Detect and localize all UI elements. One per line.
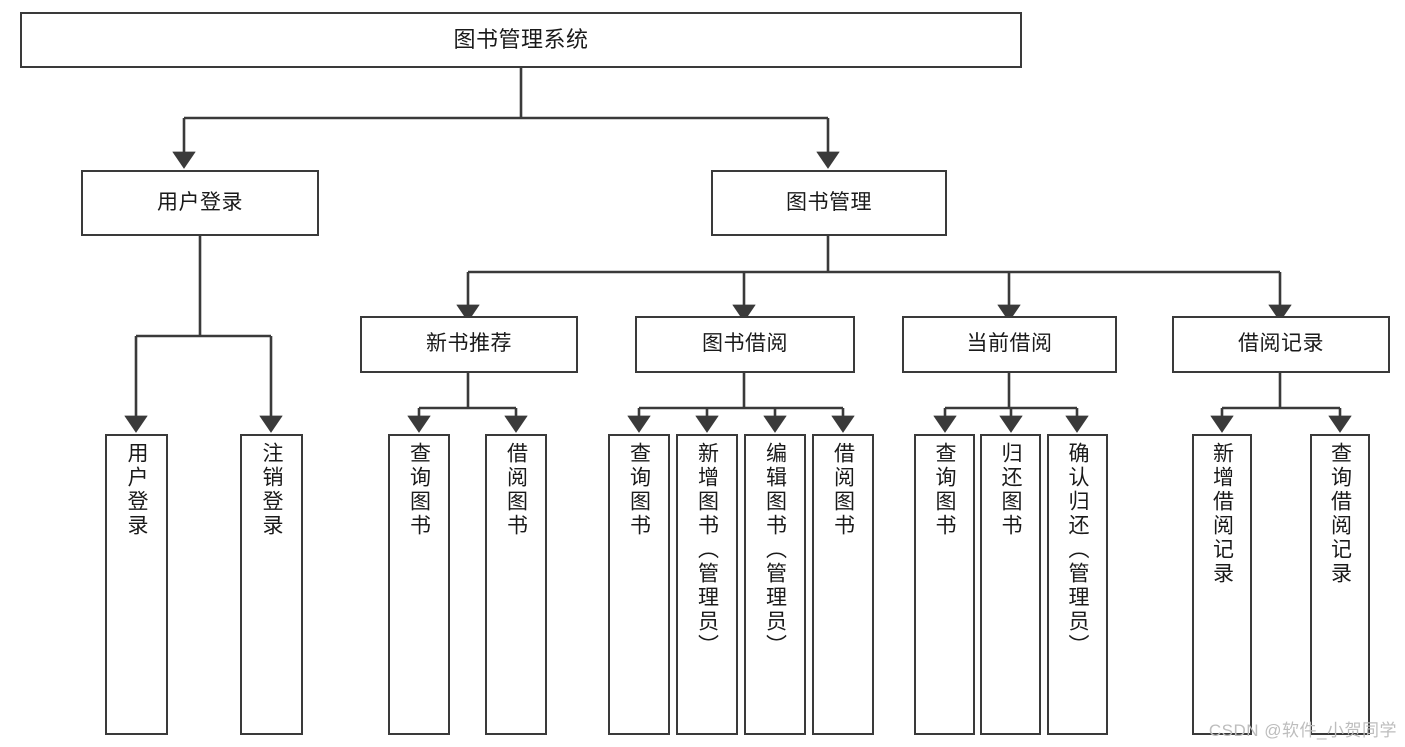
node-label: 图书借阅: [702, 332, 788, 356]
node-leaf-query-borrow-record[interactable]: 查询借阅记录: [1310, 434, 1370, 735]
node-new-book-recommend[interactable]: 新书推荐: [360, 316, 578, 373]
node-label: 用户登录: [125, 442, 148, 538]
node-label: 借阅记录: [1238, 332, 1324, 356]
node-label: 查询图书: [933, 442, 956, 538]
node-root-book-management-system[interactable]: 图书管理系统: [20, 12, 1022, 68]
node-book-management[interactable]: 图书管理: [711, 170, 947, 236]
node-label: 图书管理: [786, 190, 872, 214]
node-label: 查询图书: [627, 442, 651, 538]
node-leaf-logout[interactable]: 注销登录: [240, 434, 303, 735]
node-leaf-add-borrow-record[interactable]: 新增借阅记录: [1192, 434, 1252, 735]
node-label: 新增借阅记录: [1210, 442, 1234, 586]
node-label: 新增图书（管理员）: [695, 442, 719, 658]
watermark-text: CSDN @软件_小贺同学: [1208, 721, 1397, 740]
node-leaf-return-book[interactable]: 归还图书: [980, 434, 1041, 735]
node-borrow-record[interactable]: 借阅记录: [1172, 316, 1390, 373]
node-label: 查询借阅记录: [1328, 442, 1352, 586]
node-label: 归还图书: [999, 442, 1022, 538]
node-leaf-user-login[interactable]: 用户登录: [105, 434, 168, 735]
node-leaf-borrow-book[interactable]: 借阅图书: [812, 434, 874, 735]
node-leaf-query-book-borrow[interactable]: 查询图书: [608, 434, 670, 735]
node-label: 借阅图书: [831, 442, 855, 538]
node-label: 确认归还（管理员）: [1066, 442, 1089, 658]
node-label: 当前借阅: [966, 332, 1053, 356]
node-label: 编辑图书（管理员）: [763, 442, 787, 658]
node-current-borrow[interactable]: 当前借阅: [902, 316, 1117, 373]
node-leaf-query-book-current[interactable]: 查询图书: [914, 434, 975, 735]
node-label: 图书管理系统: [453, 27, 589, 53]
node-book-borrow[interactable]: 图书借阅: [635, 316, 855, 373]
node-leaf-borrow-book-recommend[interactable]: 借阅图书: [485, 434, 547, 735]
node-leaf-confirm-return-admin[interactable]: 确认归还（管理员）: [1047, 434, 1108, 735]
node-label: 新书推荐: [426, 332, 512, 356]
node-leaf-query-book-recommend[interactable]: 查询图书: [388, 434, 450, 735]
node-label: 查询图书: [407, 442, 431, 538]
node-label: 用户登录: [157, 190, 243, 214]
node-leaf-add-book-admin[interactable]: 新增图书（管理员）: [676, 434, 738, 735]
node-leaf-edit-book-admin[interactable]: 编辑图书（管理员）: [744, 434, 806, 735]
node-user-login[interactable]: 用户登录: [81, 170, 319, 236]
node-label: 注销登录: [260, 442, 283, 538]
node-label: 借阅图书: [504, 442, 528, 538]
